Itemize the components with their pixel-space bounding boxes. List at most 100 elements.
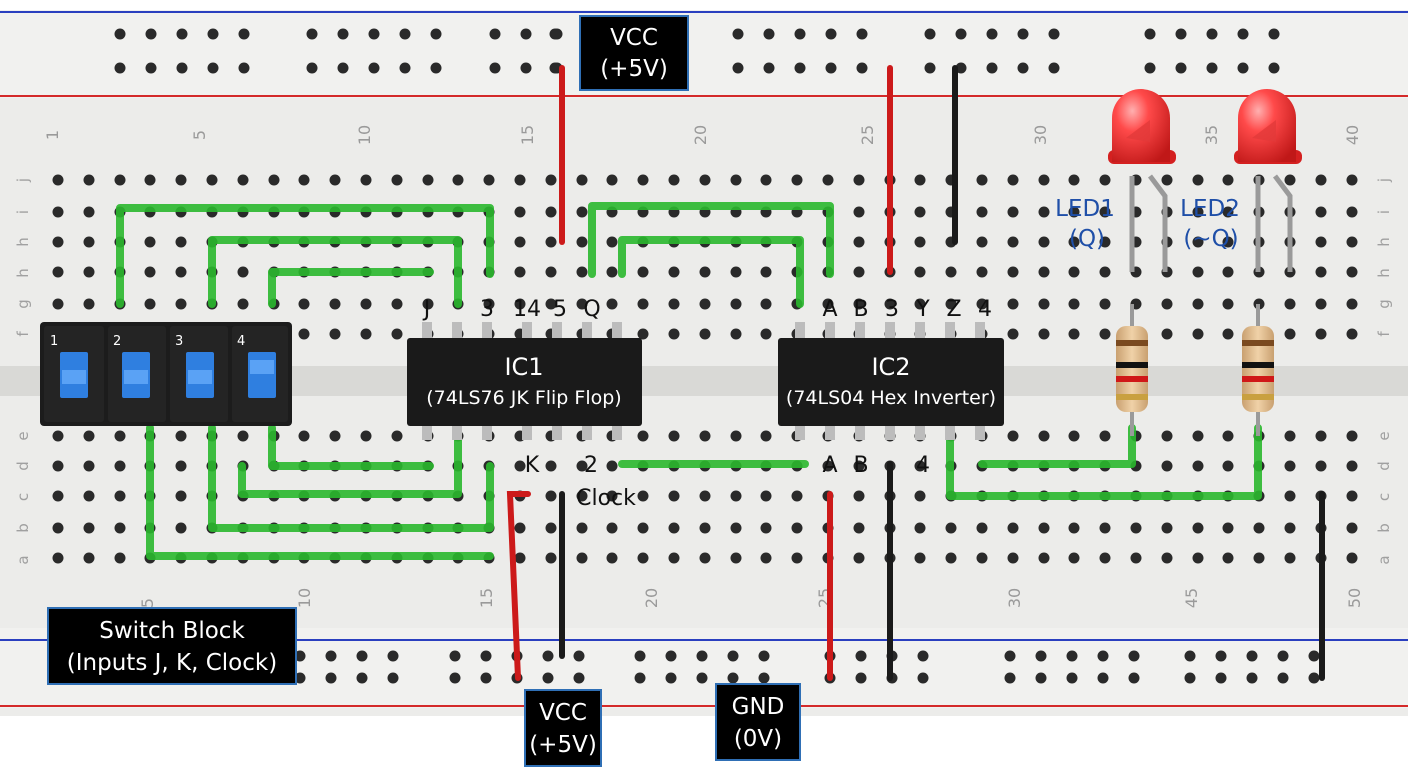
breadboard-hole xyxy=(576,460,588,472)
resistor-1-band xyxy=(1116,394,1148,400)
breadboard-hole xyxy=(449,672,461,684)
switch-4[interactable]: 4 xyxy=(232,326,288,422)
breadboard-hole xyxy=(422,174,434,186)
breadboard-hole xyxy=(696,650,708,662)
column-numbers-top: 1 5 10 15 20 25 30 35 40 xyxy=(43,125,1362,145)
resistor-2-band xyxy=(1242,376,1274,382)
breadboard-hole xyxy=(1346,206,1358,218)
breadboard-hole xyxy=(52,298,64,310)
breadboard-hole xyxy=(1184,672,1196,684)
breadboard-hole xyxy=(545,174,557,186)
column-number-bottom: 5 xyxy=(138,598,157,608)
breadboard-hole xyxy=(387,650,399,662)
breadboard-hole xyxy=(1346,328,1358,340)
breadboard-hole xyxy=(914,490,926,502)
led1-sublabel: (Q) xyxy=(1069,226,1105,252)
label-bottom-vcc-line1: VCC xyxy=(539,700,587,726)
breadboard-hole xyxy=(1038,328,1050,340)
breadboard-hole xyxy=(1161,298,1173,310)
breadboard-hole xyxy=(822,298,834,310)
breadboard-hole xyxy=(606,490,618,502)
breadboard-hole xyxy=(1192,174,1204,186)
breadboard-hole xyxy=(637,328,649,340)
breadboard-hole xyxy=(606,552,618,564)
breadboard-hole xyxy=(917,672,929,684)
resistor-1-band xyxy=(1116,340,1148,346)
breadboard-hole xyxy=(791,174,803,186)
breadboard-hole xyxy=(545,236,557,248)
breadboard-hole xyxy=(730,490,742,502)
breadboard-hole xyxy=(368,28,380,40)
column-number-top: 30 xyxy=(1031,125,1050,145)
breadboard-hole xyxy=(1246,650,1258,662)
breadboard-hole xyxy=(884,298,896,310)
breadboard-hole xyxy=(1068,328,1080,340)
switch-3[interactable]: 3 xyxy=(170,326,228,422)
breadboard-hole xyxy=(207,62,219,74)
breadboard-hole xyxy=(699,298,711,310)
breadboard-hole xyxy=(1315,298,1327,310)
breadboard-hole xyxy=(1048,62,1060,74)
led1-dome xyxy=(1112,89,1170,162)
breadboard-hole xyxy=(1068,266,1080,278)
breadboard-hole xyxy=(853,236,865,248)
breadboard-hole xyxy=(1308,672,1320,684)
breadboard-hole xyxy=(606,522,618,534)
breadboard-hole xyxy=(637,552,649,564)
breadboard-hole xyxy=(1192,298,1204,310)
breadboard-hole xyxy=(763,62,775,74)
breadboard-hole xyxy=(1215,650,1227,662)
breadboard-hole xyxy=(637,430,649,442)
column-number-bottom: 10 xyxy=(295,588,314,608)
breadboard-hole xyxy=(294,650,306,662)
row-letter: a xyxy=(14,555,32,564)
breadboard-hole xyxy=(576,174,588,186)
breadboard-hole xyxy=(606,298,618,310)
breadboard-hole xyxy=(637,266,649,278)
row-letter: i xyxy=(14,210,32,214)
breadboard-hole xyxy=(760,430,772,442)
breadboard-hole xyxy=(1130,552,1142,564)
breadboard-hole xyxy=(1097,650,1109,662)
switch-2[interactable]: 2 xyxy=(108,326,166,422)
breadboard-hole xyxy=(391,328,403,340)
resistor-1 xyxy=(1116,304,1148,436)
breadboard-hole xyxy=(83,522,95,534)
switch-number: 2 xyxy=(113,334,121,349)
breadboard-hole xyxy=(730,328,742,340)
breadboard-hole xyxy=(52,552,64,564)
pin-label-3: 3 xyxy=(885,297,899,322)
breadboard-hole xyxy=(1222,174,1234,186)
breadboard-hole xyxy=(430,62,442,74)
breadboard-hole xyxy=(1237,62,1249,74)
label-top-vcc-line1: VCC xyxy=(610,25,658,51)
breadboard-hole xyxy=(1066,672,1078,684)
label-top-vcc-line2: (+5V) xyxy=(600,56,668,82)
breadboard-hole xyxy=(325,672,337,684)
breadboard-hole xyxy=(176,28,188,40)
breadboard-hole xyxy=(637,522,649,534)
breadboard-hole xyxy=(606,174,618,186)
column-number-bottom: 45 xyxy=(1182,588,1201,608)
breadboard-hole xyxy=(52,460,64,472)
breadboard-hole xyxy=(1035,672,1047,684)
switch-1[interactable]: 1 xyxy=(44,326,104,422)
breadboard-hole xyxy=(976,206,988,218)
breadboard-hole xyxy=(514,552,526,564)
breadboard-hole xyxy=(52,522,64,534)
row-letter: j xyxy=(14,178,32,183)
breadboard-hole xyxy=(730,266,742,278)
breadboard-hole xyxy=(1192,430,1204,442)
breadboard-hole xyxy=(399,62,411,74)
breadboard-hole xyxy=(325,650,337,662)
breadboard-hole xyxy=(668,552,680,564)
breadboard-hole xyxy=(732,28,744,40)
breadboard-hole xyxy=(144,236,156,248)
breadboard-hole xyxy=(483,298,495,310)
breadboard-hole xyxy=(514,460,526,472)
breadboard-hole xyxy=(329,430,341,442)
pin-label-K: K xyxy=(525,453,540,478)
resistor-1-band xyxy=(1116,362,1148,368)
label-switch-block-line2: (Inputs J, K, Clock) xyxy=(67,650,277,676)
